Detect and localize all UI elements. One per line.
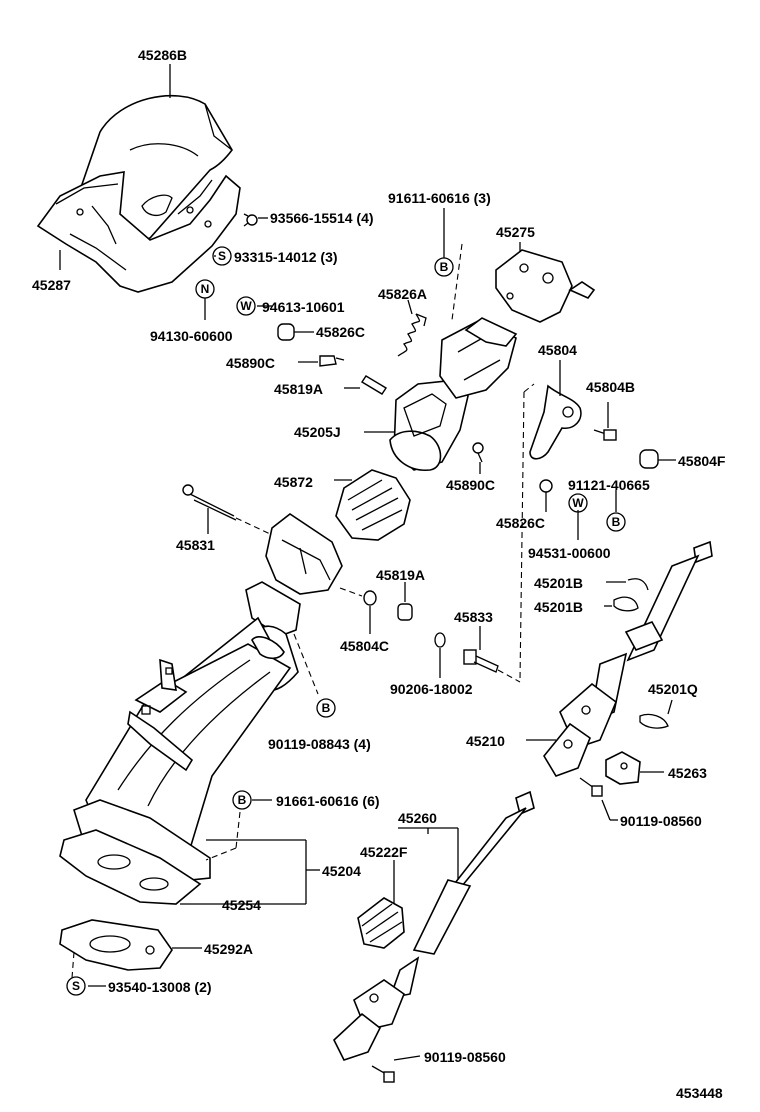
screw-93566 [243, 213, 258, 227]
callout-B-91611: B [434, 257, 454, 277]
label-45204: 45204 [322, 863, 361, 879]
label-94130: 94130-60600 [150, 328, 233, 344]
label-91661: 91661-60616 (6) [276, 793, 380, 809]
svg-text:B: B [440, 260, 449, 274]
callout-S-93540: S [66, 976, 86, 996]
label-94613: 94613-10601 [262, 299, 345, 315]
label-45292A: 45292A [204, 941, 253, 957]
label-45263: 45263 [668, 765, 707, 781]
clip-45201B-2 [613, 596, 639, 612]
clip-90206 [434, 632, 446, 648]
callout-B-91661: B [232, 790, 252, 810]
label-45831: 45831 [176, 537, 215, 553]
clip-45201Q [639, 713, 669, 729]
label-45826A: 45826A [378, 286, 427, 302]
switch-45275 [495, 249, 596, 323]
label-45872: 45872 [274, 474, 313, 490]
label-90119-08843: 90119-08843 (4) [268, 736, 371, 752]
callout-W-94613: W [236, 296, 256, 316]
cap-45826C [277, 323, 295, 341]
bolt-90119-08560-bottom [371, 1065, 395, 1083]
bolt-45831 [182, 484, 237, 521]
callout-N-94130: N [195, 279, 215, 299]
svg-text:B: B [238, 793, 247, 807]
label-93540: 93540-13008 (2) [108, 979, 212, 995]
bushing-45819A-mid [397, 603, 413, 621]
lock-housing-45205J [389, 317, 518, 471]
boot-45222F [357, 897, 405, 949]
spring-45826A [397, 313, 427, 357]
label-45804C: 45804C [340, 638, 389, 654]
svg-text:B: B [612, 515, 621, 529]
label-45275: 45275 [496, 224, 535, 240]
callout-S-93315: S [212, 246, 232, 266]
label-93315: 93315-14012 (3) [234, 249, 338, 265]
cap-45804F [639, 449, 659, 469]
label-45826C-mid: 45826C [496, 515, 545, 531]
label-45804B: 45804B [586, 379, 635, 395]
callout-B-91121: B [606, 512, 626, 532]
label-45205J: 45205J [294, 424, 341, 440]
label-90119-08560-right: 90119-08560 [620, 813, 702, 829]
pin-45819A-top [361, 375, 387, 395]
bushing-45804C [363, 590, 377, 606]
plate-45292A [59, 919, 173, 971]
label-45222F: 45222F [360, 844, 408, 860]
label-45286B: 45286B [138, 47, 187, 63]
cap-45826C-mid [539, 479, 553, 493]
shaft-45210 [543, 540, 713, 777]
label-45890C-left: 45890C [226, 355, 275, 371]
label-45254: 45254 [222, 897, 261, 913]
label-45260: 45260 [398, 810, 437, 826]
label-93566: 93566-15514 (4) [270, 210, 374, 226]
svg-text:N: N [201, 282, 210, 296]
clamp-45263 [605, 751, 641, 785]
lever-45804 [529, 384, 582, 460]
label-45833: 45833 [454, 609, 493, 625]
label-45819A-mid: 45819A [376, 567, 425, 583]
label-91611: 91611-60616 (3) [388, 190, 491, 206]
svg-text:W: W [240, 299, 252, 313]
clip-45201B-1 [627, 578, 649, 591]
label-45210: 45210 [466, 733, 505, 749]
label-45201Q: 45201Q [648, 681, 698, 697]
shaft-45260 [333, 790, 535, 1061]
label-94531: 94531-00600 [528, 545, 611, 561]
label-91121: 91121-40665 [568, 477, 650, 493]
label-45804F: 45804F [678, 453, 726, 469]
label-45287: 45287 [32, 277, 71, 293]
label-45819A-top: 45819A [274, 381, 323, 397]
diagram-id: 453448 [676, 1085, 723, 1101]
bolt-45804B [593, 429, 617, 441]
bolt-90119-08560-right [579, 777, 603, 797]
label-45826C-top: 45826C [316, 324, 365, 340]
svg-text:B: B [322, 701, 331, 715]
bolt-45833 [463, 649, 499, 673]
label-90206: 90206-18002 [390, 681, 473, 697]
column-cover-lower [36, 171, 241, 293]
label-90119-08560-bottom: 90119-08560 [424, 1049, 506, 1065]
callout-W-94531: W [568, 493, 588, 513]
label-45201B-2: 45201B [534, 599, 583, 615]
callout-B-90119-08843: B [316, 698, 336, 718]
bolt-45890C-mid [472, 442, 484, 463]
svg-text:S: S [72, 979, 80, 993]
steering-column-45204 [59, 513, 343, 905]
svg-text:W: W [572, 496, 584, 510]
bolt-45890C-left [319, 355, 345, 367]
label-45890C-mid: 45890C [446, 477, 495, 493]
label-45804: 45804 [538, 342, 577, 358]
label-45201B-1: 45201B [534, 575, 583, 591]
svg-text:S: S [218, 249, 226, 263]
boot-45872 [335, 469, 411, 541]
